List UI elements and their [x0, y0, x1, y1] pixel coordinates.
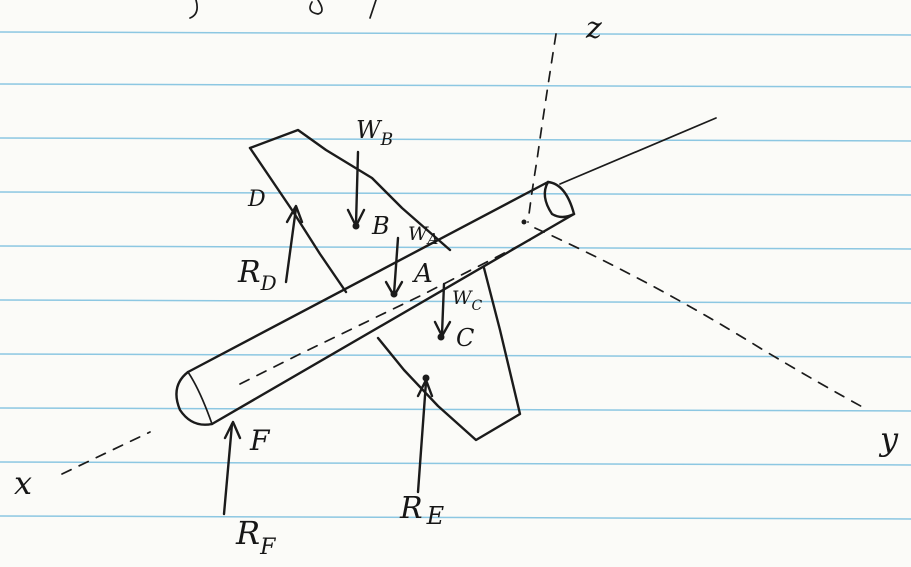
- point-a-label: A: [412, 259, 433, 289]
- y-axis-label: y: [878, 420, 899, 458]
- cylindrical-rod: [175, 180, 576, 426]
- rod-end-near-arc: [187, 371, 213, 425]
- cropped-handwriting: [189, 0, 377, 19]
- y-axis-line: [534, 227, 869, 411]
- x-axis-line: [61, 431, 151, 475]
- force-arrows: [222, 150, 527, 516]
- weight-c-label: WC: [452, 287, 483, 314]
- origin-dot: [521, 219, 527, 225]
- reaction-f-label: RF: [235, 514, 276, 560]
- triangular-plate: [248, 128, 522, 442]
- reaction-e-arrow: [416, 380, 428, 494]
- ruled-lines: [0, 31, 911, 520]
- weight-b-arrow: [354, 150, 360, 226]
- x-axis-line-inner: [239, 239, 531, 385]
- point-e-dot: [422, 374, 430, 382]
- point-c-dot: [437, 333, 445, 341]
- point-f-label: F: [249, 424, 271, 457]
- rod-end-far: [543, 180, 576, 219]
- reaction-d-arrow: [284, 206, 298, 284]
- point-b-label: B: [371, 212, 390, 240]
- rod-end-near: [175, 370, 214, 426]
- weight-a-label: WA: [408, 223, 439, 248]
- z-axis-line: [527, 33, 557, 223]
- coordinate-axes: [61, 33, 869, 475]
- reaction-d-label: RD: [237, 255, 277, 295]
- point-d-label: D: [247, 187, 266, 212]
- weight-c-arrow: [440, 282, 446, 336]
- point-c-label: C: [456, 324, 474, 352]
- weight-b-label: WB: [356, 116, 393, 150]
- point-a-dot: [390, 290, 398, 298]
- point-b-dot: [352, 222, 360, 230]
- z-axis-label: z: [585, 11, 602, 46]
- reaction-f-arrow: [222, 422, 234, 516]
- weight-a-arrow: [392, 236, 400, 296]
- x-axis-label: x: [14, 464, 32, 502]
- axis-extension-line: [559, 117, 717, 185]
